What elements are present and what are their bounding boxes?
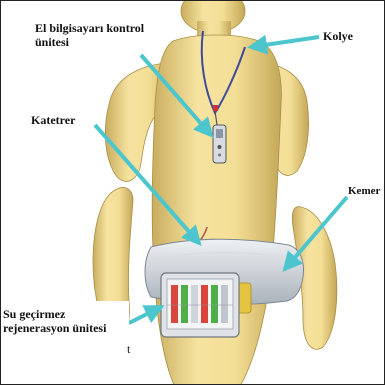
label-regen-line2: rejenerasyon ünitesi [3, 321, 106, 335]
label-handheld-line1: El bilgisayarı kontrol [35, 21, 144, 35]
label-regen-line1: Su geçirmez [3, 307, 106, 321]
regeneration-unit [161, 273, 239, 337]
arrow-regen [129, 307, 161, 323]
label-regeneration-unit: Su geçirmez rejenerasyon ünitesi [3, 307, 106, 335]
stray-mark: t [127, 342, 130, 356]
lanyard-clip [213, 105, 218, 111]
label-belt: Kemer [348, 184, 380, 198]
label-catheter: Katetrer [31, 113, 75, 127]
label-handheld-control-unit: El bilgisayarı kontrol ünitesi [35, 21, 144, 49]
label-necklace: Kolye [323, 29, 353, 43]
label-handheld-line2: ünitesi [35, 35, 144, 49]
